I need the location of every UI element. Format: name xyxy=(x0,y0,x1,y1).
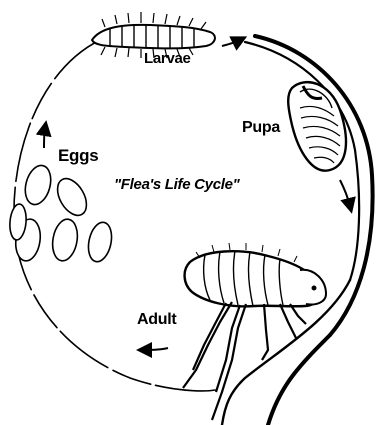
pupa-icon xyxy=(288,82,346,171)
egg-icon xyxy=(85,220,115,264)
egg-icon xyxy=(50,217,81,263)
cycle-arrow-icon xyxy=(44,128,45,148)
eggs-label: Eggs xyxy=(58,146,98,166)
pupa-label: Pupa xyxy=(242,119,280,137)
egg-icon xyxy=(52,174,93,221)
egg-cluster xyxy=(8,163,114,264)
egg-icon xyxy=(21,163,55,208)
adult-label: Adult xyxy=(137,311,176,329)
cycle-arrow-icon xyxy=(222,40,240,46)
diagram-title: "Flea's Life Cycle" xyxy=(114,176,239,193)
cycle-arrow-icon xyxy=(340,180,350,206)
larvae-label: Larvae xyxy=(144,50,191,67)
cycle-arrow-icon xyxy=(144,348,168,350)
